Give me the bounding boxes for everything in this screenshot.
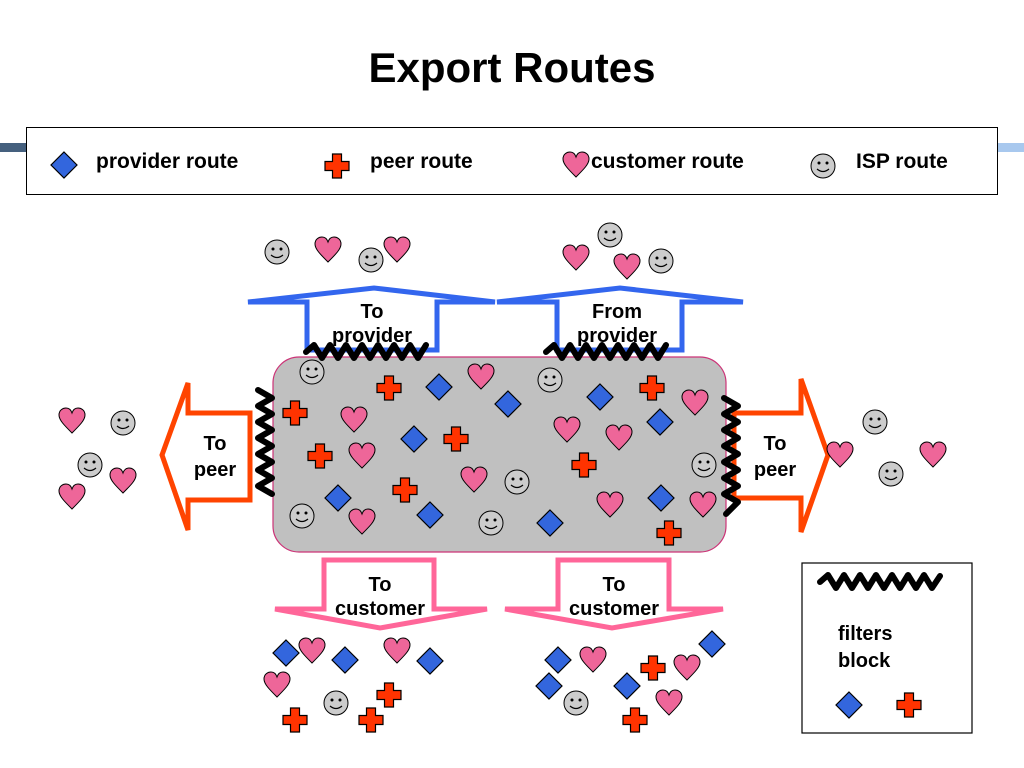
diamond-icon [613, 672, 641, 700]
heart-icon [314, 236, 342, 263]
to-customer-left-arrow [274, 557, 488, 631]
smiley-icon [691, 452, 717, 478]
to-provider-label-line2: provider [332, 325, 412, 347]
to-customer-left-label-line2: customer [335, 598, 425, 620]
heart-icon [58, 483, 86, 510]
diamond-icon [535, 672, 563, 700]
filter-peer-right-squiggle-icon [721, 395, 741, 517]
from-provider-arrow [496, 285, 744, 353]
heart-icon [562, 244, 590, 271]
to-peer-right-label-line2: peer [754, 459, 796, 481]
smiley-icon [358, 247, 384, 273]
legend-peer-label: peer route [370, 150, 473, 173]
legend-heart-icon [562, 151, 590, 178]
heart-icon [109, 467, 137, 494]
to-peer-right-arrow [731, 378, 831, 533]
heart-icon [298, 637, 326, 664]
diamond-icon [272, 639, 300, 667]
to-customer-left-label-line1: To [369, 574, 392, 596]
to-peer-right-label-line1: To [764, 433, 787, 455]
right-accent-bar [998, 143, 1024, 152]
smiley-icon [110, 410, 136, 436]
cross-icon [640, 655, 666, 681]
diamond-icon [698, 630, 726, 658]
filter-peer-left-squiggle-icon [255, 387, 275, 497]
legend-cross-icon [324, 153, 350, 179]
smiley-icon [77, 452, 103, 478]
heart-icon [826, 441, 854, 468]
to-provider-arrow [247, 285, 496, 353]
legend-diamond-icon [50, 151, 78, 179]
smiley-icon [323, 690, 349, 716]
from-provider-label-line2: provider [577, 325, 657, 347]
filters-legend-squiggle-icon [817, 572, 943, 591]
legend [26, 127, 998, 195]
heart-icon [673, 654, 701, 681]
left-accent-bar [0, 143, 26, 152]
page-title: Export Routes [368, 44, 656, 91]
cross-icon [358, 707, 384, 733]
heart-icon [263, 671, 291, 698]
diamond-icon [416, 647, 444, 675]
cross-icon [282, 707, 308, 733]
to-peer-left-arrow [159, 382, 253, 531]
heart-icon [383, 236, 411, 263]
smiley-icon [504, 469, 530, 495]
legend-isp-label: ISP route [856, 150, 948, 173]
heart-icon [613, 253, 641, 280]
smiley-icon [563, 690, 589, 716]
smiley-icon [648, 248, 674, 274]
heart-icon [58, 407, 86, 434]
filters-legend-box [801, 562, 973, 734]
smiley-icon [478, 510, 504, 536]
smiley-icon [289, 503, 315, 529]
heart-icon [655, 689, 683, 716]
filter-to-provider-squiggle-icon [303, 342, 429, 361]
to-customer-right-label-line2: customer [569, 598, 659, 620]
filter-from-provider-squiggle-icon [543, 342, 669, 361]
heart-icon [579, 646, 607, 673]
legend-provider-label: provider route [96, 150, 239, 173]
cross-icon [622, 707, 648, 733]
diamond-icon [331, 646, 359, 674]
heart-icon [383, 637, 411, 664]
cross-icon [376, 682, 402, 708]
to-provider-label-line1: To [361, 301, 384, 323]
smiley-icon [597, 222, 623, 248]
from-provider-label-line1: From [592, 301, 642, 323]
to-peer-left-label-line2: peer [194, 459, 236, 481]
smiley-icon [537, 367, 563, 393]
filters-note-line2: block [838, 650, 891, 672]
diamond-icon [544, 646, 572, 674]
legend-smiley-icon [810, 153, 836, 179]
heart-icon [919, 441, 947, 468]
legend-customer-label: customer route [591, 150, 744, 173]
to-customer-right-label-line1: To [603, 574, 626, 596]
to-customer-right-arrow [504, 557, 724, 631]
smiley-icon [862, 409, 888, 435]
smiley-icon [264, 239, 290, 265]
filters-note-line1: filters [838, 623, 892, 645]
to-peer-left-label-line1: To [204, 433, 227, 455]
smiley-icon [878, 461, 904, 487]
smiley-icon [299, 359, 325, 385]
